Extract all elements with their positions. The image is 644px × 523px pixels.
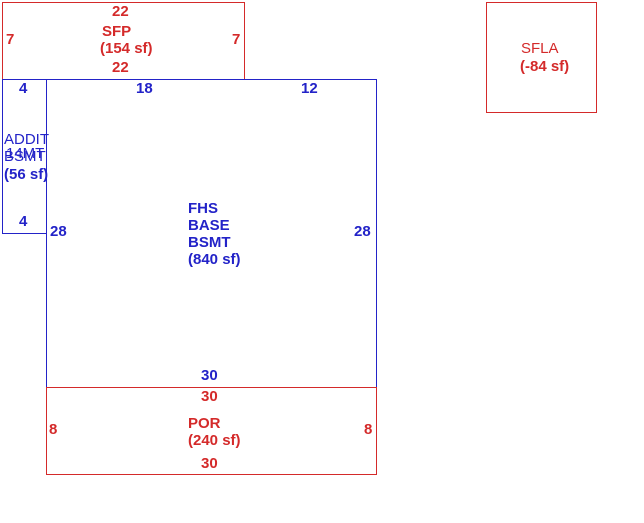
por-left-dimension: 8 [49, 421, 58, 438]
base-bottom-dimension: 30 [201, 367, 218, 384]
base-right-dimension: 28 [354, 223, 371, 240]
por-right-dimension: 8 [364, 421, 373, 438]
sfla-area [486, 2, 597, 113]
sfp-bottom-dimension: 22 [112, 59, 129, 76]
addit-label-line2: BSMT [4, 148, 46, 165]
sfp-area-label: (154 sf) [100, 40, 153, 57]
addit-bottom-dimension: 4 [19, 213, 28, 230]
sfp-right-dimension: 7 [232, 31, 241, 48]
sfla-label: SFLA [521, 40, 559, 57]
addit-area-label: (56 sf) [4, 166, 49, 183]
por-bottom-dimension: 30 [201, 455, 218, 472]
base-left-dimension: 28 [50, 223, 67, 240]
base-label-line1: FHS [188, 200, 218, 217]
sfp-top-dimension: 22 [112, 3, 129, 20]
addit-top-dimension: 4 [19, 80, 28, 97]
por-area-label: (240 sf) [188, 432, 241, 449]
base-area-label: (840 sf) [188, 251, 241, 268]
addit-overlap-label: 14MT [6, 145, 45, 162]
por-area [46, 387, 377, 475]
base-label-line3: BSMT [188, 234, 231, 251]
addit-label: ADDIT [4, 131, 49, 148]
base-top-left-dimension: 18 [136, 80, 153, 97]
sfp-label: SFP [102, 23, 132, 40]
por-label: POR [188, 415, 221, 432]
sfla-area-label: (-84 sf) [520, 58, 570, 75]
base-top-right-dimension: 12 [301, 80, 318, 97]
sfp-left-dimension: 7 [6, 31, 15, 48]
por-top-dimension: 30 [201, 388, 218, 405]
base-label-line2: BASE [188, 217, 230, 234]
